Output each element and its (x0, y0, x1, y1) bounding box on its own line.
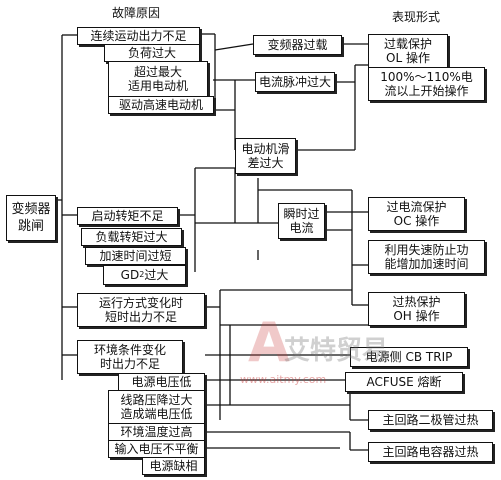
mid-inverter-overload: 变频器过载 (253, 35, 342, 55)
result-operate-above-100-110: 100%～110%电 流以上开始操作 (368, 67, 485, 101)
mid-instantaneous-overcurrent: 瞬时过 电流 (278, 203, 325, 239)
root-node-inverter-trip: 变频器 跳闸 (6, 195, 56, 241)
mid-current-pulse-too-large: 电流脉冲过大 (255, 72, 335, 92)
result-overcurrent-protection: 过电流保护 OC 操作 (368, 197, 465, 231)
result-overheat-protection: 过热保护 OH 操作 (368, 292, 465, 326)
manifestations-header: 表现形式 (392, 10, 441, 24)
result-stall-prevention: 利用失速防止功 能增加加速时间 (368, 240, 485, 274)
gd-text: GD (120, 268, 140, 282)
result-overload-protection: 过载保护 OL 操作 (368, 34, 448, 68)
result-ac-fuse-blown: ACFUSE 熔断 (345, 372, 463, 392)
gd-tail-text: 过大 (144, 268, 169, 282)
result-diode-overheat: 主回路二极管过热 (368, 410, 493, 430)
cause-exceeds-max-motor: 超过最大 适用电动机 (108, 61, 208, 97)
cause-load-torque-too-large: 负载转矩过大 (81, 228, 182, 246)
cause-starting-torque-insufficient: 启动转矩不足 (77, 207, 178, 225)
causes-header: 故障原因 (112, 6, 161, 20)
watermark-url: www.aitmy.com (240, 373, 327, 386)
cause-phase-loss: 电源缺相 (142, 457, 205, 475)
cause-ambient-temp-high: 环境温度过高 (108, 423, 205, 441)
result-capacitor-overheat: 主回路电容器过热 (368, 442, 493, 462)
cause-mode-change-short-output: 运行方式变化时 短时出力不足 (77, 293, 205, 327)
result-supply-side-cb-trip: 电源侧 CB TRIP (350, 347, 468, 367)
cause-environment-change-output: 环境条件变化 时出力不足 (77, 340, 183, 374)
mid-motor-slip-too-large: 电动机滑 差过大 (235, 138, 296, 174)
cause-accel-time-too-short: 加速时间过短 (85, 247, 186, 265)
gd-superscript: 2 (139, 270, 145, 279)
cause-supply-voltage-low: 电源电压低 (118, 373, 205, 391)
cause-line-drop-terminal-voltage: 线路压降过大 造成端电压低 (108, 390, 205, 424)
watermark-logo: A (248, 311, 290, 374)
cause-load-too-large: 负荷过大 (104, 44, 200, 62)
cause-high-speed-motor: 驱动高速电动机 (108, 96, 214, 114)
cause-continuous-output-insufficient: 连续运动出力不足 (77, 27, 200, 45)
watermark-name: 艾特贸易 (284, 336, 389, 366)
cause-input-voltage-unbalance: 输入电压不平衡 (108, 440, 205, 458)
